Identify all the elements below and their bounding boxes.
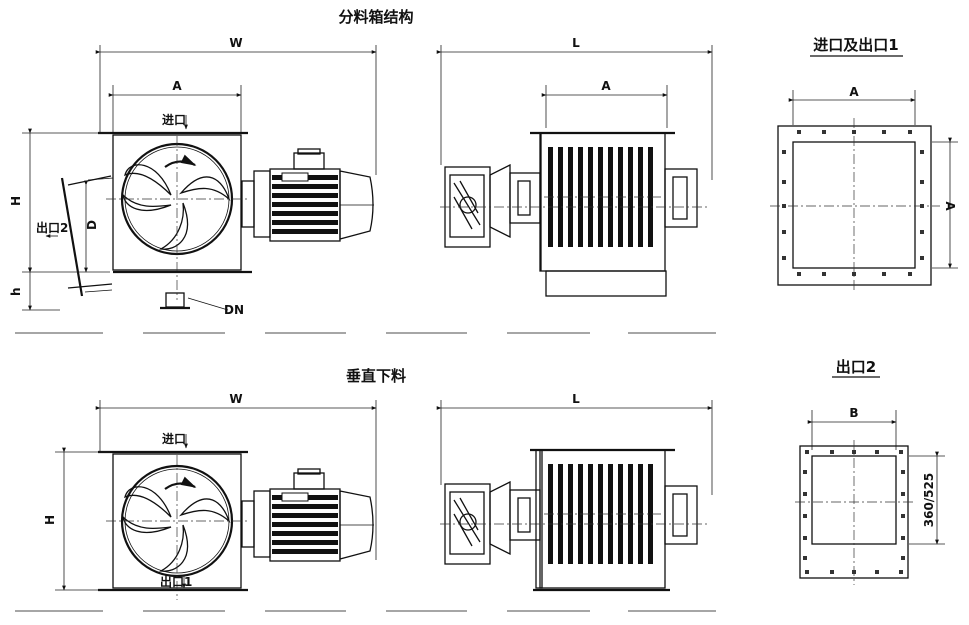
dim-DN: DN bbox=[224, 303, 244, 317]
dim-L-top: L bbox=[572, 36, 580, 50]
outlet2-label-top: 出口2 bbox=[36, 220, 68, 235]
front-view-top: W A 进口 DN H h D 出口2 bbox=[9, 36, 377, 317]
dim-L-bottom: L bbox=[572, 392, 580, 406]
dim-B: B bbox=[849, 406, 858, 420]
dim-h: h bbox=[9, 287, 23, 296]
dim-W-top: W bbox=[229, 36, 242, 50]
title-bottom: 垂直下料 bbox=[346, 367, 406, 385]
front-view-bottom: W 进口 出口1 H bbox=[43, 392, 377, 600]
flange-outlet2: B 360/525 bbox=[795, 406, 945, 585]
dim-A-flange: A bbox=[849, 85, 859, 99]
title-top: 分料箱结构 bbox=[338, 8, 413, 26]
title-outlet2: 出口2 bbox=[836, 358, 876, 376]
dim-H-top: H bbox=[9, 196, 23, 206]
dim-A-flange-v: A bbox=[943, 201, 957, 211]
side-view-bottom: L bbox=[436, 392, 713, 592]
separator-lines bbox=[15, 332, 716, 612]
dim-D: D bbox=[85, 220, 99, 230]
dim-A-side-top: A bbox=[601, 79, 611, 93]
dim-W-bottom: W bbox=[229, 392, 242, 406]
title-inlet-outlet1: 进口及出口1 bbox=[813, 36, 898, 54]
side-view-top: L A bbox=[436, 36, 713, 297]
inlet-label-bottom: 进口 bbox=[162, 431, 186, 446]
dim-outlet2: 360/525 bbox=[922, 473, 936, 527]
inlet-label-top: 进口 bbox=[162, 112, 186, 127]
outlet1-label-bottom: 出口1 bbox=[160, 574, 192, 589]
flange-inlet-outlet1: A A bbox=[770, 85, 958, 292]
dim-H-bottom: H bbox=[43, 515, 57, 525]
dim-A-front-top: A bbox=[172, 79, 182, 93]
